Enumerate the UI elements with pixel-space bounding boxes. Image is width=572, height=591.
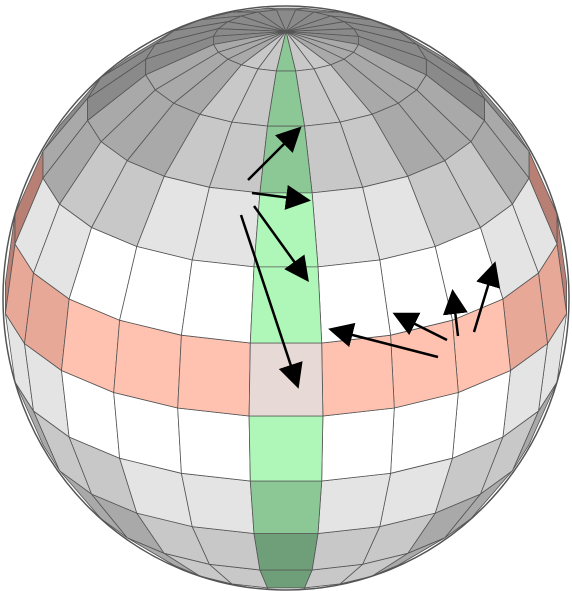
arrow-group [239,126,501,389]
arrow [442,289,468,337]
sphere-patch [180,472,255,534]
sphere-patch [317,259,392,344]
sphere-patch [253,192,319,268]
arrow [251,185,311,210]
sphere-patch [177,407,251,482]
arrow [252,205,309,283]
arrow [328,322,439,359]
sphere-patch [321,407,395,482]
sphere-patch [249,480,323,534]
sphere-patch [177,334,251,417]
sphere-outline [2,5,570,591]
sphere-patch [317,472,392,534]
sphere-patch [180,259,255,344]
arrow [239,214,303,389]
sphere-patch [390,319,459,409]
arrow [472,261,501,333]
sphere-patch [321,334,395,417]
sphere-patch [248,415,324,482]
sphere-patch [253,533,319,571]
sphere-patch [113,319,182,409]
arrow [392,312,448,342]
arrow [247,126,302,181]
sphere-patch [259,569,313,589]
